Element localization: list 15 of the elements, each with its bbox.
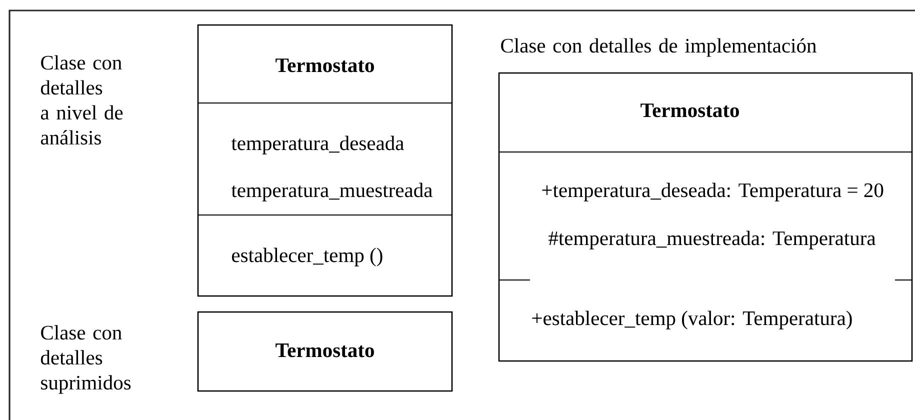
class-caption: Clase con detalles a nivel de análisis	[40, 55, 123, 145]
attribute: temperatura_muestreada	[231, 182, 432, 202]
class-name: Termostato	[276, 344, 374, 358]
class-name: Termostato	[640, 104, 739, 118]
class-name: Termostato	[276, 58, 374, 72]
attribute: temperatura_deseada	[231, 136, 404, 154]
attribute: #temperatura_muestreada: Temperatura	[548, 230, 876, 250]
attribute: +temperatura_deseada: Temperatura = 20	[542, 182, 884, 202]
class-box	[197, 24, 453, 297]
class-caption: Clase con detalles de implementación	[501, 38, 816, 57]
class-box	[197, 311, 453, 392]
operation: +establecer_temp (valor: Temperatura)	[532, 310, 852, 330]
operation: establecer_temp ()	[232, 248, 382, 266]
class-caption: Clase con detalles suprimidos	[40, 325, 131, 394]
class-box	[498, 72, 913, 362]
